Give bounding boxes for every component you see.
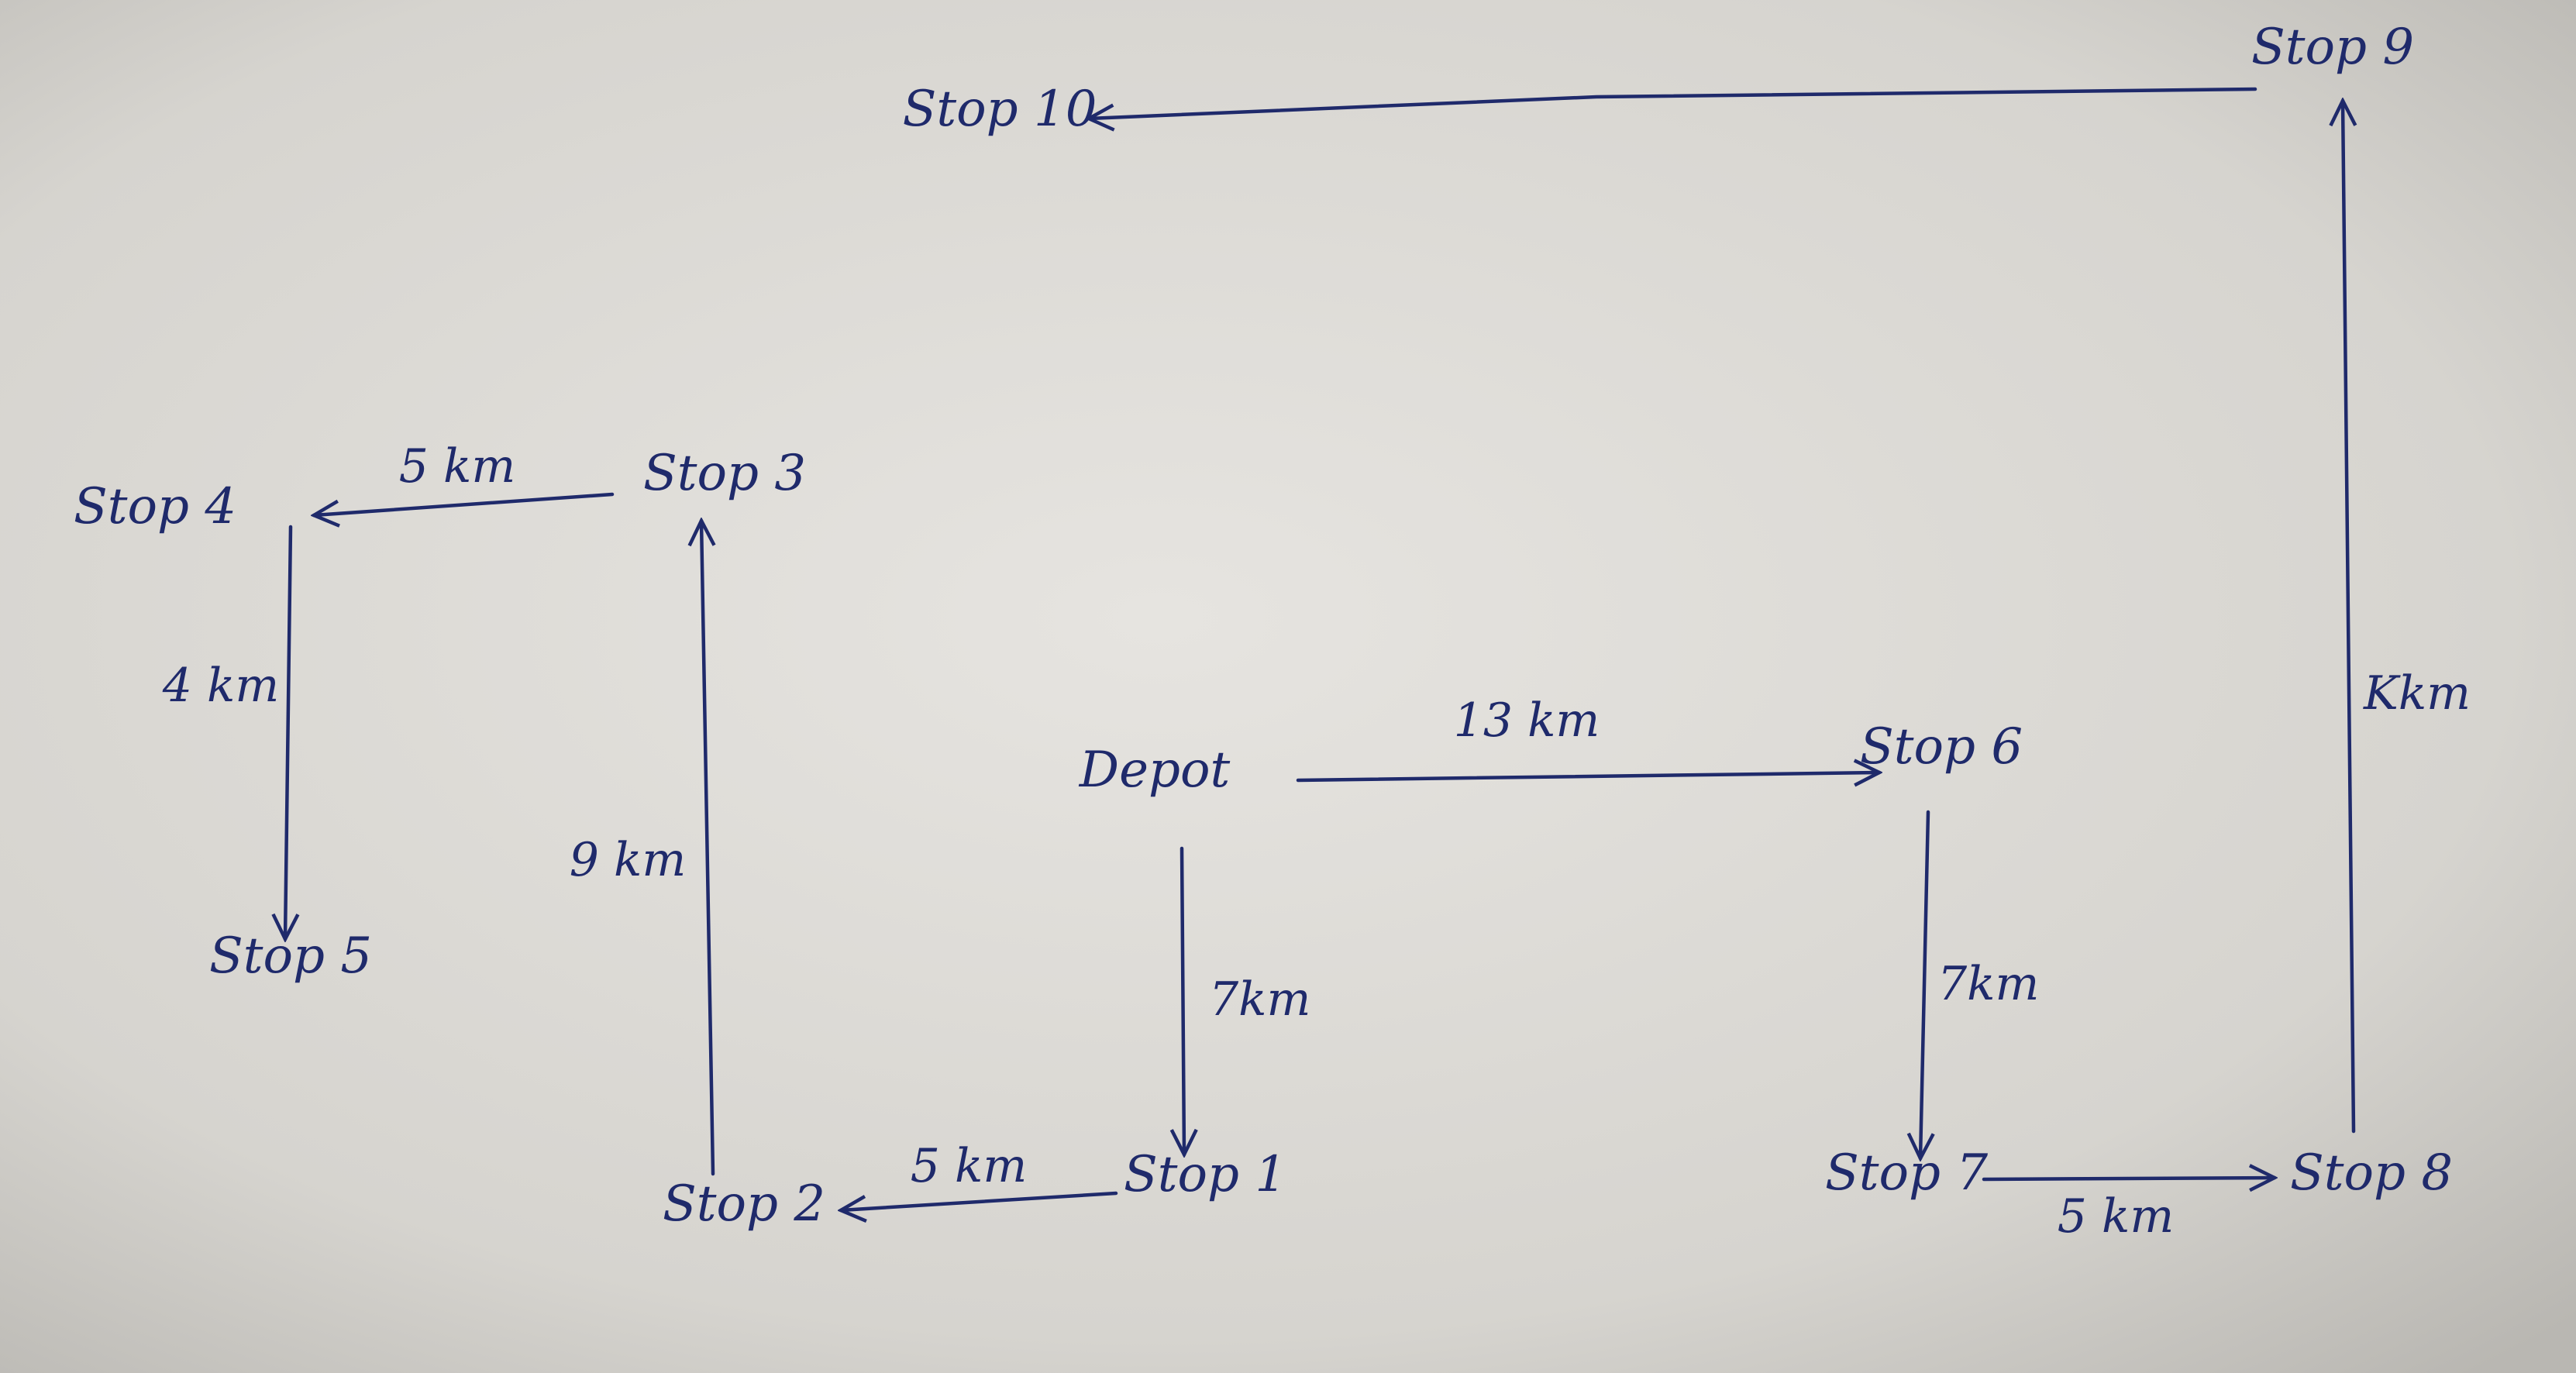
edge-stop1-stop2 <box>841 1191 1118 1210</box>
edge-label-depot-stop1: 7km <box>1209 972 1310 1027</box>
node-label-stop6: Stop 6 <box>1860 718 2023 776</box>
edges-layer <box>285 87 2354 1210</box>
node-label-stop10: Stop 10 <box>903 81 1097 138</box>
edge-stop6-stop7 <box>1920 810 1928 1158</box>
edge-depot-stop1 <box>1182 846 1184 1154</box>
edge-label-stop1-stop2: 5 km <box>911 1139 1028 1193</box>
node-label-stop2: Stop 2 <box>663 1175 825 1233</box>
edge-stop8-stop9 <box>2343 101 2354 1134</box>
edge-label-stop3-stop4: 5 km <box>399 439 516 494</box>
node-label-stop8: Stop 8 <box>2290 1144 2453 1202</box>
edge-labels-layer: 7km 5 km 9 km 5 km 4 km 13 km 7km 5 km Kkm <box>162 439 2471 1244</box>
edge-label-stop6-stop7: 7km <box>1937 957 2039 1011</box>
edge-stop7-stop8 <box>1982 1178 2275 1179</box>
node-label-stop7: Stop 7 <box>1825 1144 1988 1202</box>
edge-stop3-stop4 <box>314 492 615 515</box>
node-label-stop4: Stop 4 <box>74 478 236 535</box>
node-label-stop9: Stop 9 <box>2251 19 2414 76</box>
edge-stop9-stop10 <box>1089 87 2257 119</box>
edge-stop2-stop3 <box>701 521 713 1176</box>
node-label-depot: Depot <box>1079 742 1231 799</box>
edge-label-stop8-stop9: Kkm <box>2363 666 2471 721</box>
edge-label-stop2-stop3: 9 km <box>570 833 687 887</box>
edge-stop4-stop5 <box>285 525 291 939</box>
edge-label-stop7-stop8: 5 km <box>2058 1189 2175 1244</box>
node-label-stop3: Stop 3 <box>643 445 806 502</box>
edge-depot-stop6 <box>1296 773 1879 780</box>
edge-label-stop4-stop5: 4 km <box>162 659 280 713</box>
node-label-stop1: Stop 1 <box>1124 1146 1286 1203</box>
node-label-stop5: Stop 5 <box>209 927 372 985</box>
edge-label-depot-stop6: 13 km <box>1454 693 1600 748</box>
